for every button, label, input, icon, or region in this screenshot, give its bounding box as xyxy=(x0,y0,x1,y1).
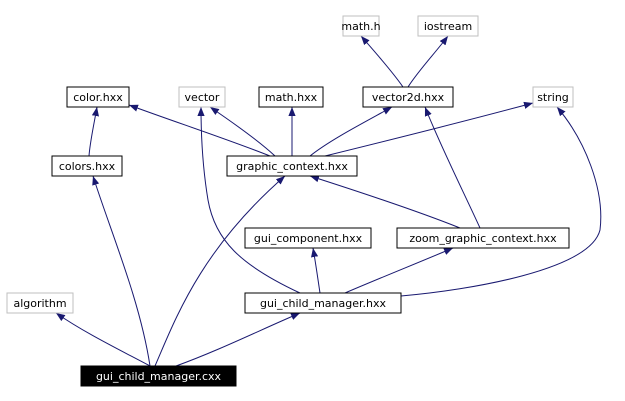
node-box xyxy=(244,292,402,314)
node-box xyxy=(258,86,324,108)
node-box xyxy=(51,155,123,177)
edge-zoom-graphic-context-hxx-to-graphic-context-hxx xyxy=(309,175,461,229)
edges-layer xyxy=(55,35,602,367)
node-label: gui_child_manager.hxx xyxy=(260,297,387,310)
edge-gui-child-manager-hxx-to-string xyxy=(400,106,602,297)
node-box xyxy=(532,86,574,108)
node-label: vector2d.hxx xyxy=(372,91,445,104)
edge-vector2d-hxx-to-math-h xyxy=(360,35,404,88)
node-label: graphic_context.hxx xyxy=(236,160,348,173)
node-math-h: math.h xyxy=(341,15,381,37)
edge-gui-child-manager-cxx-to-colors-hxx xyxy=(92,175,151,367)
edge-gui-child-manager-hxx-to-gui-component-hxx xyxy=(311,247,321,294)
node-string: string xyxy=(532,86,574,108)
node-box xyxy=(396,227,570,249)
node-graphic-context-hxx: graphic_context.hxx xyxy=(226,155,358,177)
node-gui-child-manager-cxx: gui_child_manager.cxx xyxy=(80,365,237,387)
node-gui-component-hxx: gui_component.hxx xyxy=(244,227,372,249)
node-label: zoom_graphic_context.hxx xyxy=(409,232,557,245)
node-box xyxy=(6,292,74,314)
node-label: gui_child_manager.cxx xyxy=(96,370,222,383)
edge-graphic-context-hxx-to-vector2d-hxx xyxy=(309,106,393,157)
node-label: color.hxx xyxy=(73,91,123,104)
node-box xyxy=(342,15,380,37)
node-label: math.hxx xyxy=(265,91,318,104)
node-label: string xyxy=(537,91,569,104)
node-colors-hxx: colors.hxx xyxy=(51,155,123,177)
node-label: iostream xyxy=(424,20,472,33)
node-box xyxy=(226,155,358,177)
node-vector2d-hxx: vector2d.hxx xyxy=(362,86,454,108)
edge-gui-child-manager-cxx-to-gui-child-manager-hxx xyxy=(175,312,301,367)
nodes-layer: math.h iostream color.hxx vector math.hxx vec… xyxy=(6,15,574,387)
node-gui-child-manager-hxx: gui_child_manager.hxx xyxy=(244,292,402,314)
node-color-hxx: color.hxx xyxy=(66,86,130,108)
node-label: vector xyxy=(185,91,220,104)
edge-gui-child-manager-hxx-to-zoom-graphic-context-hxx xyxy=(344,247,454,294)
node-algorithm: algorithm xyxy=(6,292,74,314)
node-box xyxy=(417,15,479,37)
edge-graphic-context-hxx-to-color-hxx xyxy=(128,104,271,157)
node-box xyxy=(244,227,372,249)
node-box xyxy=(178,86,226,108)
node-box xyxy=(66,86,130,108)
edge-colors-hxx-to-color-hxx xyxy=(88,106,99,157)
node-box xyxy=(362,86,454,108)
node-box xyxy=(80,365,237,387)
edge-vector2d-hxx-to-iostream xyxy=(407,35,449,88)
node-label: math.h xyxy=(341,20,380,33)
node-label: algorithm xyxy=(13,297,66,310)
node-label: colors.hxx xyxy=(59,160,116,173)
edge-gui-child-manager-cxx-to-graphic-context-hxx xyxy=(154,175,286,367)
node-label: gui_component.hxx xyxy=(254,232,363,245)
edge-gui-child-manager-cxx-to-algorithm xyxy=(55,312,151,367)
edge-graphic-context-hxx-to-string xyxy=(324,101,534,157)
node-vector: vector xyxy=(178,86,226,108)
edge-gui-child-manager-hxx-to-vector xyxy=(197,106,301,294)
node-iostream: iostream xyxy=(417,15,479,37)
edge-graphic-context-hxx-to-vector xyxy=(209,106,276,157)
node-math-hxx: math.hxx xyxy=(258,86,324,108)
node-zoom-graphic-context-hxx: zoom_graphic_context.hxx xyxy=(396,227,570,249)
edge-zoom-graphic-context-hxx-to-vector2d-hxx xyxy=(424,106,481,229)
